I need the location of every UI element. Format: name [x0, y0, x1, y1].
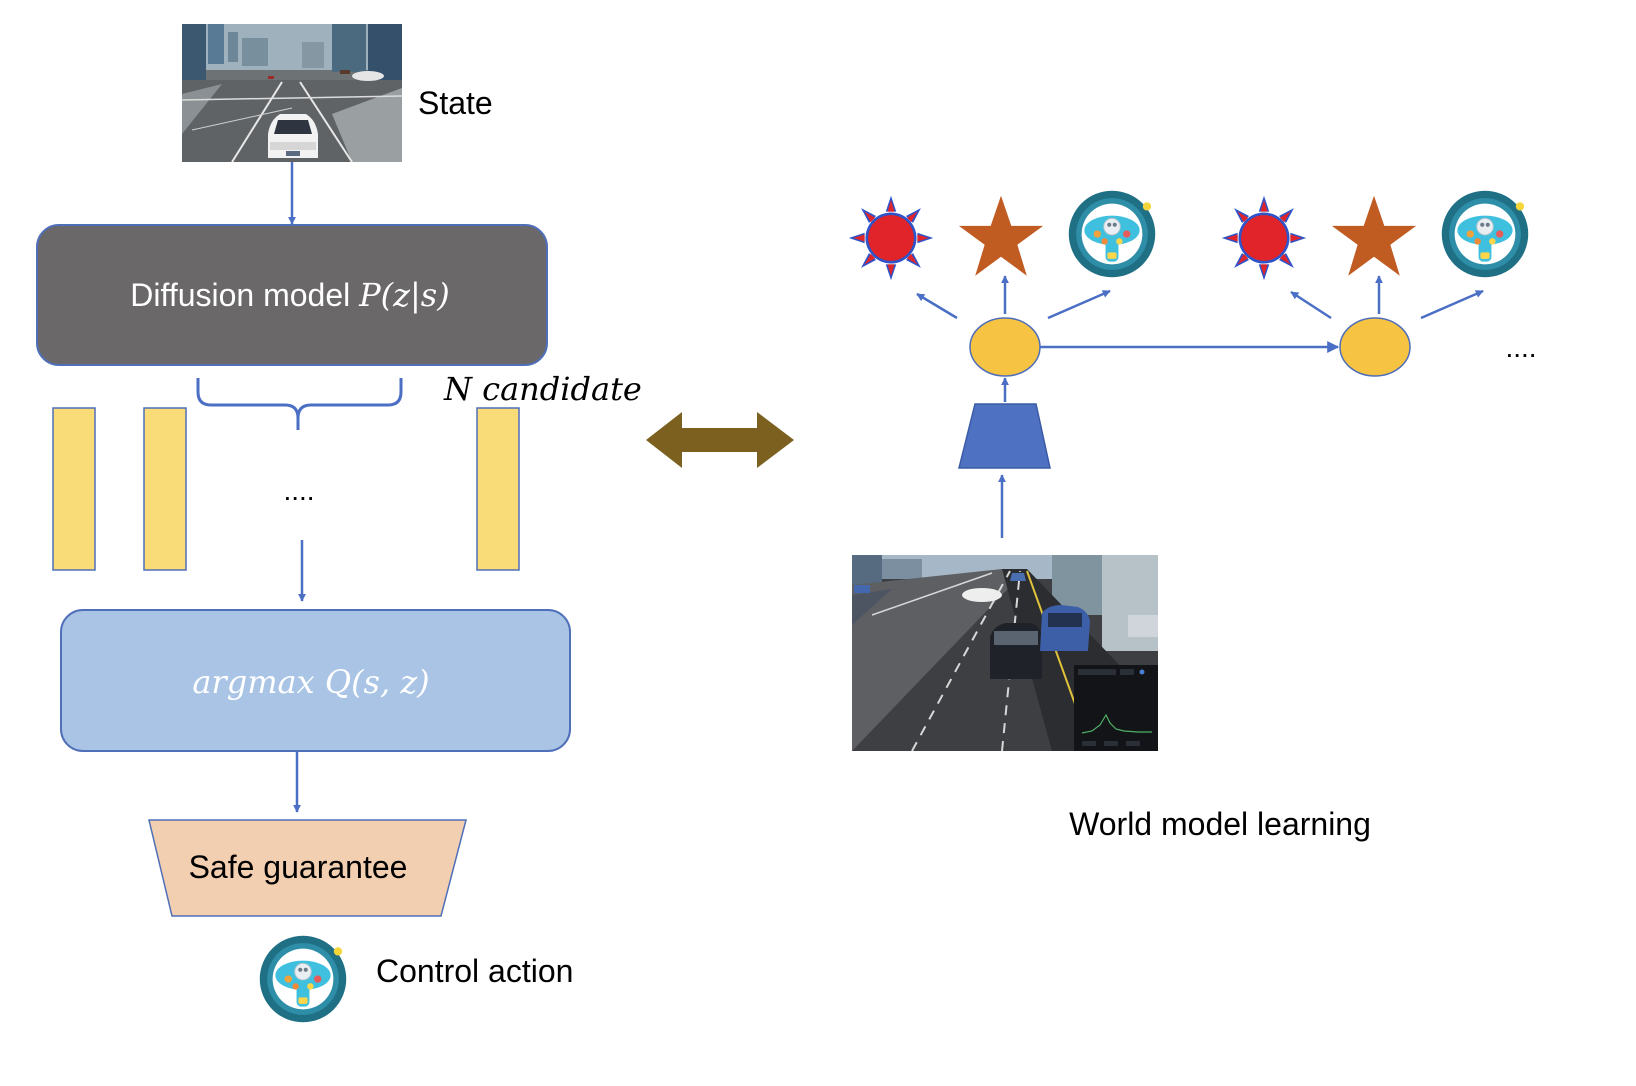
reward-sun-icon	[848, 195, 934, 281]
reward-sun-icon-2	[1221, 195, 1307, 281]
latent-state-node-2	[1339, 317, 1411, 377]
argmax-box	[60, 609, 571, 752]
safe-guarantee-box	[148, 819, 467, 917]
candidates-brace	[196, 378, 403, 430]
latent-state-node-1	[969, 317, 1041, 377]
diffusion-model-text: Diffusion model P(z|s)	[130, 276, 449, 314]
candidate-ellipsis: ....	[283, 475, 314, 506]
diffusion-model-label: Diffusion model	[130, 277, 359, 313]
steering-wheel-icon	[1068, 190, 1156, 278]
control-action-label: Control action	[376, 953, 573, 989]
world-model-observation-screenshot	[852, 555, 1158, 751]
steering-wheel-icon-2	[1441, 190, 1529, 278]
state-screenshot	[182, 24, 402, 162]
candidate-bar-1	[52, 407, 96, 571]
world-model-trailing-ellipsis: ....	[1505, 332, 1536, 363]
candidate-bar-2	[143, 407, 187, 571]
left-pipeline: State Diffusion model P(z|s) N candidate…	[36, 24, 642, 1023]
control-action-steering-wheel-icon	[259, 935, 347, 1023]
state-label: State	[418, 85, 493, 121]
diffusion-model-box	[36, 224, 548, 366]
arrow-latent1-to-sun	[916, 292, 958, 320]
arrow-latent2-to-wheel	[1420, 289, 1484, 320]
world-model-diagram: .... World model learning	[848, 190, 1537, 842]
star-icon-2	[1331, 195, 1417, 276]
arrow-latent1-to-wheel	[1047, 289, 1111, 320]
safe-guarantee-label: Safe guarantee	[189, 849, 408, 885]
bidirectional-arrow	[646, 412, 794, 468]
world-model-learning-label: World model learning	[1069, 806, 1371, 842]
star-icon	[958, 195, 1044, 276]
n-candidate-label: N candidate	[443, 370, 642, 408]
candidate-bar-n	[476, 407, 520, 571]
diffusion-model-formula: P(z|s)	[358, 276, 450, 314]
arrow-latent2-to-sun	[1290, 290, 1332, 320]
encoder-trapezoid	[958, 403, 1051, 469]
argmax-formula: argmax Q(s, z)	[192, 663, 429, 701]
